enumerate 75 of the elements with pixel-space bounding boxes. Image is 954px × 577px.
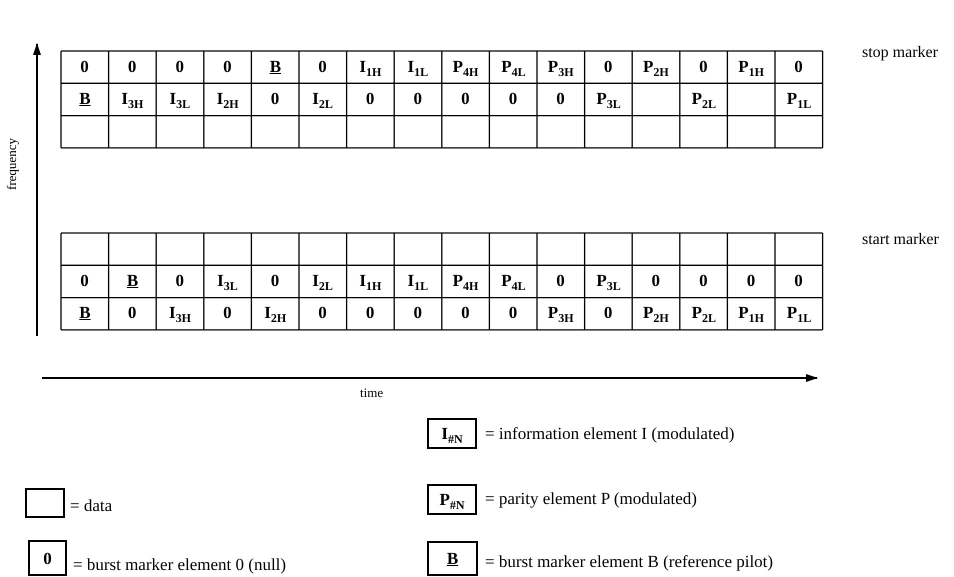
cell-symbol: I$_{2L}$ — [312, 272, 333, 289]
cell-symbol: 0 — [794, 272, 803, 289]
cell-symbol: P$_{1H}$ — [738, 58, 764, 75]
cell-symbol: I$_{1L}$ — [408, 58, 428, 75]
cell-symbol: 0 — [414, 90, 422, 107]
cell-symbol: P$_{4H}$ — [452, 58, 478, 75]
cell-symbol: 0 — [366, 90, 374, 107]
cell-symbol: 0 — [223, 58, 232, 75]
cell-symbol: 0 — [318, 58, 327, 75]
legend-text: = burst marker element B (reference pilot) — [485, 553, 774, 571]
cell-symbol: I$_{3L}$ — [170, 90, 190, 107]
cell-symbol: B — [79, 90, 91, 107]
cell-symbol: I$_{3L}$ — [217, 272, 238, 289]
cell-symbol: 0 — [461, 90, 470, 107]
side-note: stop marker — [862, 45, 939, 62]
cell-symbol: P$_{4H}$ — [452, 272, 478, 289]
cell-symbol: I$_{1H}$ — [359, 58, 382, 75]
cell-symbol: 0 — [176, 58, 184, 75]
legend-text: = data — [70, 497, 112, 515]
cell-symbol: 0 — [556, 272, 565, 289]
cell-symbol: P$_{1L}$ — [786, 304, 812, 322]
cell-symbol: 0 — [128, 304, 136, 322]
cell-symbol: P$_{3H}$ — [548, 304, 574, 322]
cell-symbol: 0 — [699, 272, 708, 289]
cell-symbol: 0 — [794, 58, 803, 75]
cell-symbol: I$_{1L}$ — [408, 272, 428, 289]
legend-text: = burst marker element 0 (null) — [73, 556, 286, 574]
cell-symbol: 0 — [176, 272, 184, 289]
cell-symbol: I$_{#N}$ — [441, 425, 463, 442]
cell-symbol: 0 — [80, 58, 89, 75]
cell-symbol: I$_{3H}$ — [169, 304, 191, 322]
cell-symbol: B — [126, 272, 138, 289]
cell-symbol: 0 — [746, 272, 756, 289]
cell-symbol: 0 — [128, 58, 136, 75]
cell-symbol: 0 — [366, 304, 374, 322]
cell-symbol: 0 — [270, 90, 280, 107]
cell-symbol: I$_{2H}$ — [216, 90, 239, 107]
cell-symbol: B — [79, 304, 91, 322]
cell-symbol: P$_{2L}$ — [692, 90, 716, 107]
side-note: start marker — [862, 232, 940, 249]
cell-symbol: B — [270, 58, 282, 75]
cell-symbol: P$_{4L}$ — [501, 272, 526, 289]
cell-symbol: I$_{3H}$ — [121, 90, 144, 107]
cell-symbol: P$_{1H}$ — [738, 304, 764, 322]
cell-symbol: 0 — [461, 304, 470, 322]
cell-symbol: 0 — [80, 272, 89, 289]
cell-symbol: B — [446, 550, 458, 567]
cell-symbol: P$_{4L}$ — [501, 58, 526, 75]
cell-symbol: P$_{3L}$ — [596, 90, 621, 107]
cell-symbol: 0 — [556, 90, 565, 107]
cell-symbol: 0 — [270, 272, 280, 289]
cell-symbol: 0 — [43, 550, 52, 566]
axis-label: time — [360, 386, 384, 400]
cell-symbol: I$_{1H}$ — [359, 272, 382, 289]
cell-symbol: P$_{2H}$ — [643, 304, 669, 322]
axis-label: frequency — [5, 138, 19, 190]
cell-symbol: 0 — [508, 304, 518, 322]
cell-symbol: P$_{3L}$ — [596, 272, 621, 289]
cell-symbol: P$_{3H}$ — [548, 58, 574, 75]
cell-symbol: 0 — [414, 304, 422, 322]
cell-symbol: 0 — [699, 58, 708, 75]
cell-symbol: 0 — [508, 90, 518, 107]
cell-symbol: P$_{2L}$ — [692, 304, 716, 322]
cell-symbol: P$_{1L}$ — [786, 90, 812, 107]
cell-symbol: P$_{#N}$ — [439, 491, 465, 508]
cell-symbol: 0 — [223, 304, 232, 322]
cell-symbol: 0 — [604, 58, 612, 75]
cell-symbol: 0 — [652, 272, 660, 289]
legend-text: = information element I (modulated) — [485, 425, 734, 443]
cell-symbol: I$_{2L}$ — [312, 90, 333, 107]
cell-symbol: I$_{2H}$ — [264, 304, 286, 322]
legend-text: = parity element P (modulated) — [485, 490, 697, 508]
cell-symbol: 0 — [604, 304, 612, 322]
cell-symbol: P$_{2H}$ — [643, 58, 669, 75]
cell-symbol: 0 — [318, 304, 327, 322]
